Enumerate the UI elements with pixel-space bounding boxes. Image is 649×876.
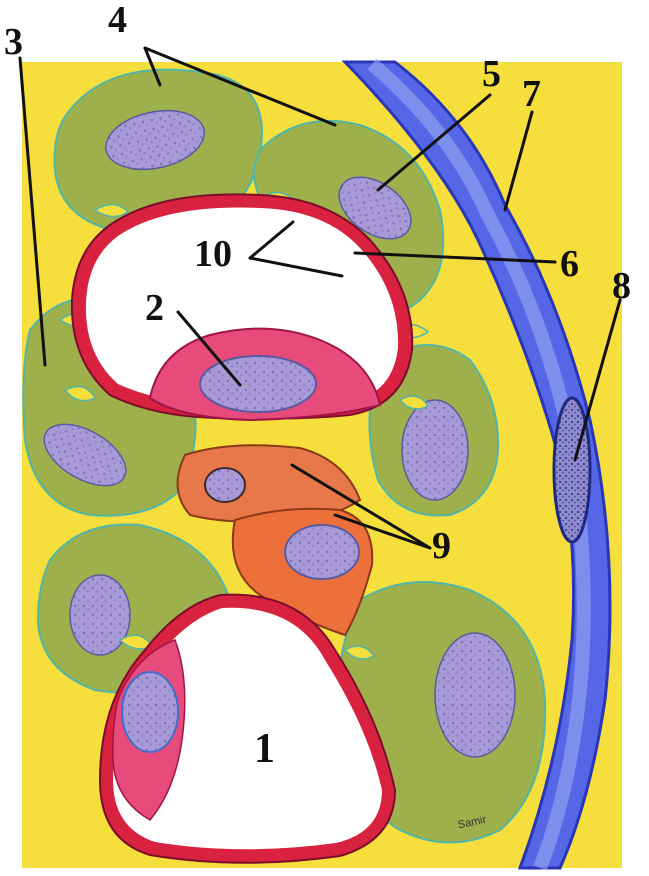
lower-endothelial-nucleus [122,672,178,752]
label-1: 1 [254,726,275,772]
pericyte-nucleus-large [285,525,359,579]
label-7: 7 [522,73,541,115]
label-9: 9 [432,525,451,567]
pericyte-nucleus-small [205,468,245,502]
capsule-nucleus [554,398,590,542]
endothelial-nucleus [200,356,316,412]
label-5: 5 [482,53,501,95]
label-6: 6 [560,243,579,285]
label-2: 2 [145,287,164,329]
label-8: 8 [612,265,631,307]
nucleus-right-middle [402,400,468,500]
nucleus-bottom-right [435,633,515,757]
label-3: 3 [4,21,23,63]
label-4: 4 [108,0,127,41]
label-10: 10 [194,233,232,275]
nucleus-bottom-left [70,575,130,655]
